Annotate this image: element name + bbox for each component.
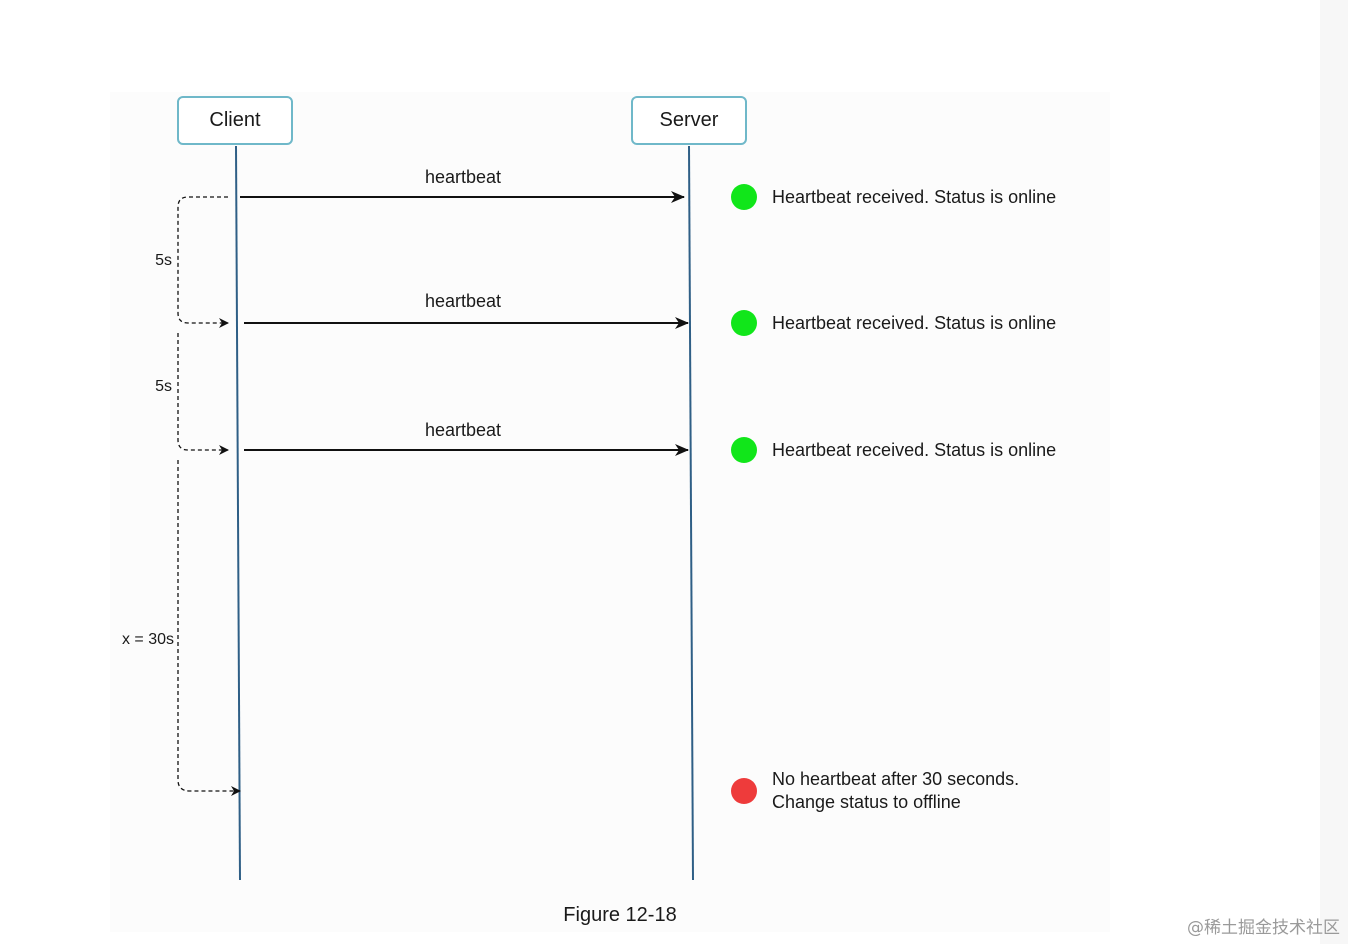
client-participant: Client	[177, 96, 293, 145]
interval-bracket-1	[177, 196, 229, 328]
status-text-3: Heartbeat received. Status is online	[772, 440, 1057, 460]
online-status-dot-1	[731, 184, 757, 210]
server-participant: Server	[631, 96, 747, 145]
online-status-dot-3	[731, 437, 757, 463]
interval-label-2: 5s	[155, 378, 172, 395]
interval-label-1: 5s	[155, 252, 172, 269]
figure-caption: Figure 12-18	[563, 904, 677, 926]
server-lifeline	[688, 145, 694, 881]
server-label: Server	[659, 109, 719, 131]
timeout-text-line-2: Change status to offline	[772, 792, 961, 812]
message-label-3: heartbeat	[425, 420, 502, 440]
watermark: @稀土掘金技术社区	[1187, 918, 1340, 938]
online-status-dot-2	[731, 310, 757, 336]
interval-bracket-3	[177, 460, 241, 796]
page-edge-strip	[1320, 0, 1348, 944]
timeout-text-line-1: No heartbeat after 30 seconds.	[772, 769, 1020, 789]
diagram-background	[110, 92, 1110, 932]
message-label-2: heartbeat	[425, 291, 502, 311]
offline-status-dot	[731, 778, 757, 804]
status-text-1: Heartbeat received. Status is online	[772, 187, 1057, 207]
client-lifeline	[235, 145, 241, 881]
status-text-2: Heartbeat received. Status is online	[772, 313, 1057, 333]
message-label-1: heartbeat	[425, 167, 502, 187]
interval-bracket-2	[177, 333, 229, 455]
client-label: Client	[209, 109, 261, 131]
interval-label-3: x = 30s	[121, 631, 174, 648]
